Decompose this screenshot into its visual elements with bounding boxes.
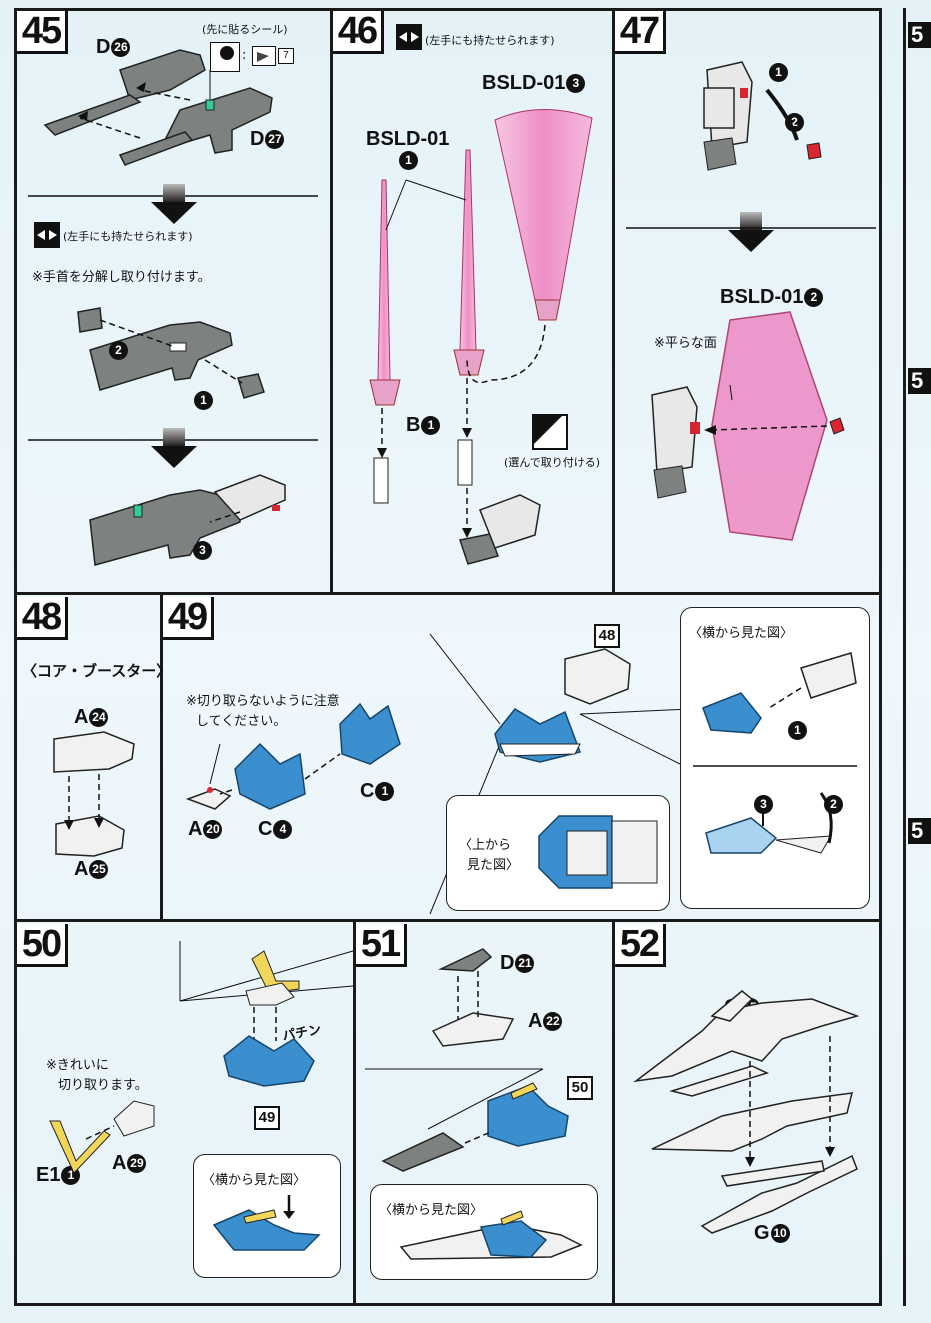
callout: 2: [108, 340, 128, 360]
hand-note: (左手にも持たせられます): [63, 230, 193, 243]
step-number: 45: [17, 11, 68, 54]
core-booster-body-drawing: [185, 633, 691, 915]
step-number: 50: [17, 924, 68, 967]
edge-step-number: 5: [908, 818, 931, 844]
callout: 1: [193, 390, 213, 410]
left-right-hand-icon: [396, 24, 422, 50]
edge-step-number: 5: [908, 22, 931, 48]
core-booster-drawing: [53, 731, 135, 857]
down-arrow-icon: [151, 184, 197, 224]
instruction-page-frame: [14, 8, 882, 1306]
down-arrow-icon: [728, 212, 774, 252]
step-reference: 49: [254, 1106, 280, 1130]
edge-step-number: 5: [908, 368, 931, 394]
choose-note: (選んで取り付ける): [504, 456, 601, 469]
callout: 3: [753, 794, 773, 814]
divider: [612, 921, 615, 1306]
rifle-assembly-drawing: [28, 49, 318, 566]
nose-assembly-drawing: [365, 948, 569, 1172]
callout: 1: [768, 62, 788, 82]
cockpit-drawing: [49, 941, 354, 1174]
divider: [160, 594, 163, 921]
callout: 1: [398, 150, 418, 170]
callout: 2: [823, 794, 843, 814]
step-number: 52: [615, 924, 666, 967]
step-number: 51: [356, 924, 407, 967]
sticker-icon: [210, 42, 240, 72]
view-label: 〈上から: [459, 838, 512, 853]
arm-shield-drawing: [626, 61, 876, 541]
left-right-hand-icon: [34, 222, 60, 248]
clean-cut-note: ※きれいに: [46, 1058, 109, 1073]
beam-saber-drawing: [369, 108, 593, 565]
warning-note: ※切り取らないように注意: [186, 694, 340, 709]
side-view-panel: 〈横から見た図〉 1 3 2: [680, 607, 870, 909]
choose-part-icon: [532, 414, 568, 450]
step-number: 48: [17, 597, 68, 640]
divider: [14, 592, 882, 595]
callout: 3: [192, 540, 212, 560]
divider: [14, 919, 882, 922]
step-number: 46: [333, 11, 384, 54]
side-view-panel: 〈横から見た図〉: [370, 1184, 598, 1280]
view-label: 〈横から見た図〉: [689, 626, 794, 641]
step-number: 47: [615, 11, 666, 54]
clean-cut-note: 切り取ります。: [58, 1078, 148, 1093]
warning-note: してください。: [196, 714, 287, 729]
part-label: BSLD-01: [366, 128, 450, 150]
sticker-note: (先に貼るシール): [202, 23, 288, 36]
divider: [353, 921, 356, 1306]
adjacent-page-edge: 5 5 5: [903, 8, 931, 1306]
flat-face-note: ※平らな面: [654, 336, 717, 351]
sticker-number: 7: [278, 48, 294, 64]
top-view-panel: 〈上から 見た図〉: [446, 795, 670, 911]
wing-frame-drawing: [633, 990, 860, 1234]
divider: [612, 8, 615, 594]
divider: [330, 8, 333, 594]
down-arrow-icon: [151, 428, 197, 468]
view-label: 見た図〉: [467, 858, 520, 873]
view-label: 〈横から見た図〉: [379, 1203, 484, 1218]
step-number: 49: [163, 597, 214, 640]
callout: 1: [787, 720, 807, 740]
sticker-shape-icon: [252, 46, 276, 66]
section-title: 〈コア・ブースター〉: [22, 662, 172, 680]
step-reference: 48: [594, 624, 620, 648]
step-reference: 50: [567, 1076, 593, 1100]
hand-note: (左手にも持たせられます): [425, 34, 555, 47]
view-label: 〈横から見た図〉: [202, 1173, 307, 1188]
side-view-panel: 〈横から見た図〉: [193, 1154, 341, 1278]
wrist-note: ※手首を分解し取り付けます。: [32, 270, 211, 285]
